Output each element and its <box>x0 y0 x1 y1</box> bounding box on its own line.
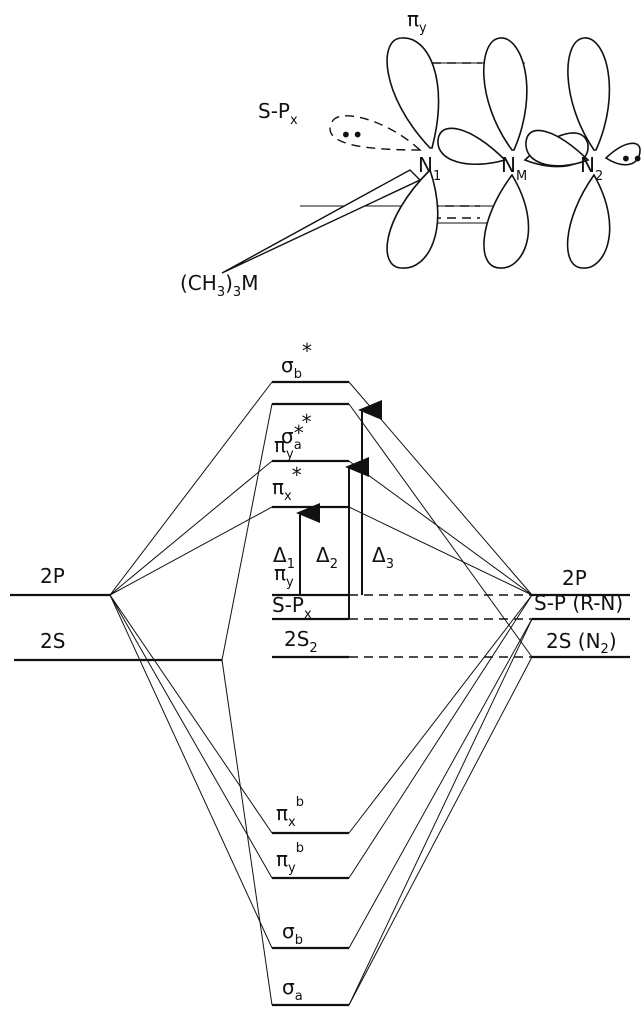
right-correlation-lines <box>348 381 533 1006</box>
sigma-b-star-label: σb* <box>281 339 312 382</box>
pi-y-b-label: πyb <box>276 841 304 876</box>
corr-left-2p-pi-y-star <box>109 460 273 596</box>
n2-upper-lobe <box>567 37 611 151</box>
n2-lower-lobe <box>566 173 611 269</box>
mo-energy-diagram: 2P 2S 2P S-P (R-N) 2S (N2) σb* σa* πy* <box>10 339 630 1007</box>
nm-upper-lobe <box>482 37 528 151</box>
sigma-a-label: σa <box>282 975 303 1004</box>
right-2p-label: 2P <box>562 566 587 590</box>
pi-y-star-label: πy* <box>274 421 304 462</box>
center-labels: σb* σa* πy* πx* πy S-Px 2S2 πxb πyb σb σ… <box>272 339 318 1004</box>
corr-right-pi-x-b <box>348 594 533 834</box>
orbital-picture: •• πy S-Px N1 NM N2 •• (CH3)3M <box>180 7 642 300</box>
pi-y-top-label: πy <box>407 7 427 36</box>
left-correlation-lines <box>109 381 273 1006</box>
n2-lone-pair-dots: •• <box>620 147 642 171</box>
sigma-a-star-label: σa* <box>281 410 312 453</box>
sigma-b-label: σb <box>282 919 303 948</box>
corr-right-sigma-a-star <box>348 403 533 658</box>
sp-x-top-label: S-Px <box>258 99 298 128</box>
corr-left-2p-pi-y-b <box>109 594 273 879</box>
n1-lower-lobe <box>386 168 439 269</box>
sp-lone-pair-lobe <box>329 115 422 151</box>
n2-atom-label: N2 <box>580 153 603 184</box>
delta3-label: Δ3 <box>372 543 394 572</box>
center-levels <box>272 380 349 1007</box>
corr-left-2p-pi-x-b <box>109 594 273 834</box>
delta2-label: Δ2 <box>316 543 338 572</box>
pi-y-label: πy <box>274 561 294 590</box>
delta1-label: Δ1 <box>273 543 295 572</box>
corr-right-sigma-b <box>348 618 533 949</box>
sp-lone-pair-dots: •• <box>340 123 364 147</box>
n2-right-lobe <box>604 142 641 166</box>
right-2s-n2-label: 2S (N2) <box>546 629 617 657</box>
left-2p-label: 2P <box>40 564 65 588</box>
methyl-metal-wedge <box>221 169 422 274</box>
corr-left-2p-pi-x-star <box>109 506 273 596</box>
n2-left-lobe <box>525 129 590 167</box>
n1-upper-lobe <box>386 37 440 149</box>
nm-atom-label: NM <box>501 153 527 184</box>
corr-right-pi-y-star <box>348 460 533 596</box>
corr-left-2s-sigma-a-star <box>221 403 273 661</box>
corr-right-pi-y-b <box>348 594 533 879</box>
corr-right-sigma-a <box>348 656 533 1006</box>
right-sp-rn-label: S-P (R-N) <box>534 591 623 615</box>
pi-x-b-label: πxb <box>276 795 304 830</box>
corr-right-pi-x-star <box>348 506 533 596</box>
methyl-metal-label: (CH3)3M <box>180 271 258 300</box>
corr-left-2p-sigma-b-star <box>109 381 273 596</box>
sp-x-label: S-Px <box>272 593 312 622</box>
pi-x-star-label: πx* <box>272 463 302 504</box>
nm-left-lobe <box>437 127 507 166</box>
corr-right-sigma-a-sp <box>348 618 533 1006</box>
transition-arrows <box>296 400 382 619</box>
n1-atom-label: N1 <box>418 153 441 184</box>
2s2-label: 2S2 <box>284 627 318 656</box>
corr-left-2s-sigma-a <box>221 659 273 1006</box>
corr-left-2p-sigma-b <box>109 594 273 949</box>
nm-lower-lobe <box>483 173 530 269</box>
left-2s-label: 2S <box>40 629 65 653</box>
